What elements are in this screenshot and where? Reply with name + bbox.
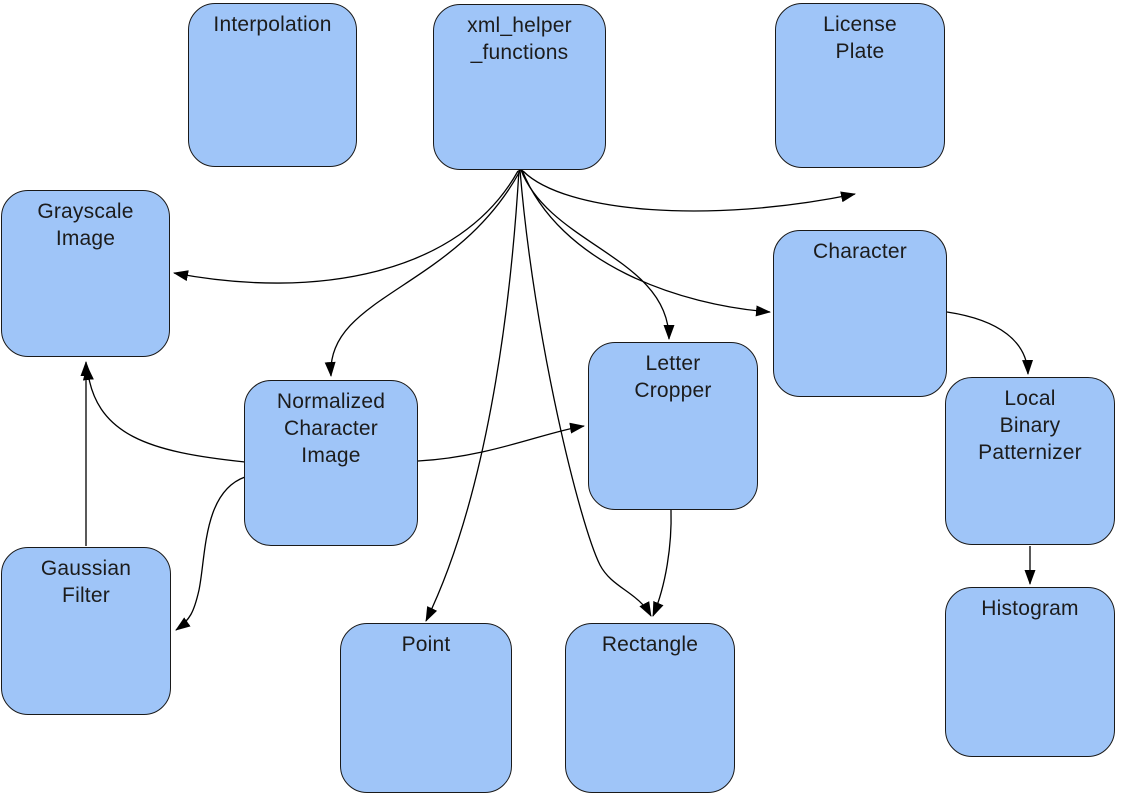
- node-label-grayscale_image: Grayscale Image: [37, 200, 134, 250]
- node-interpolation: Interpolation: [188, 3, 357, 167]
- node-label-letter_cropper: Letter Cropper: [634, 352, 712, 402]
- node-label-normalized_character_image: Normalized Character Image: [276, 390, 386, 467]
- node-rectangle: Rectangle: [565, 623, 735, 793]
- node-point: Point: [340, 623, 512, 793]
- node-label-histogram: Histogram: [981, 597, 1079, 620]
- node-histogram: Histogram: [945, 587, 1115, 757]
- node-local_binary_patternizer: Local Binary Patternizer: [945, 377, 1115, 545]
- edge-xml_helper_functions-to-normalized_character_image: [324, 170, 521, 377]
- node-label-point: Point: [401, 633, 451, 656]
- edge-xml_helper_functions-to-license_plate: [522, 170, 856, 212]
- node-label-license_plate: License Plate: [823, 13, 897, 63]
- node-label-xml_helper_functions: xml_helper _functions: [467, 14, 572, 64]
- edge-xml_helper_functions-to-character: [521, 169, 771, 317]
- edge-xml_helper_functions-to-letter_cropper: [520, 169, 675, 340]
- edge-normalized_character_image-to-letter_cropper: [417, 422, 585, 462]
- edge-xml_helper_functions-to-grayscale_image: [173, 170, 519, 284]
- node-gaussian_filter: Gaussian Filter: [1, 547, 171, 715]
- node-grayscale_image: Grayscale Image: [1, 190, 170, 357]
- node-label-rectangle: Rectangle: [601, 633, 699, 656]
- node-letter_cropper: Letter Cropper: [588, 342, 758, 510]
- node-label-local_binary_patternizer: Local Binary Patternizer: [978, 387, 1082, 464]
- edge-normalized_character_image-to-gaussian_filter: [175, 476, 246, 631]
- node-label-interpolation: Interpolation: [213, 13, 332, 36]
- node-license_plate: License Plate: [775, 3, 945, 168]
- node-xml_helper_functions: xml_helper _functions: [433, 4, 606, 170]
- edge-normalized_character_image-to-grayscale_image: [82, 365, 246, 463]
- edge-xml_helper_functions-to-point: [425, 169, 520, 622]
- edge-letter_cropper-to-rectangle: [652, 509, 672, 617]
- node-label-gaussian_filter: Gaussian Filter: [40, 557, 132, 607]
- node-normalized_character_image: Normalized Character Image: [244, 380, 418, 546]
- edge-character-to-local_binary_patternizer: [946, 311, 1034, 375]
- node-label-character: Character: [812, 240, 907, 263]
- node-character: Character: [773, 230, 947, 397]
